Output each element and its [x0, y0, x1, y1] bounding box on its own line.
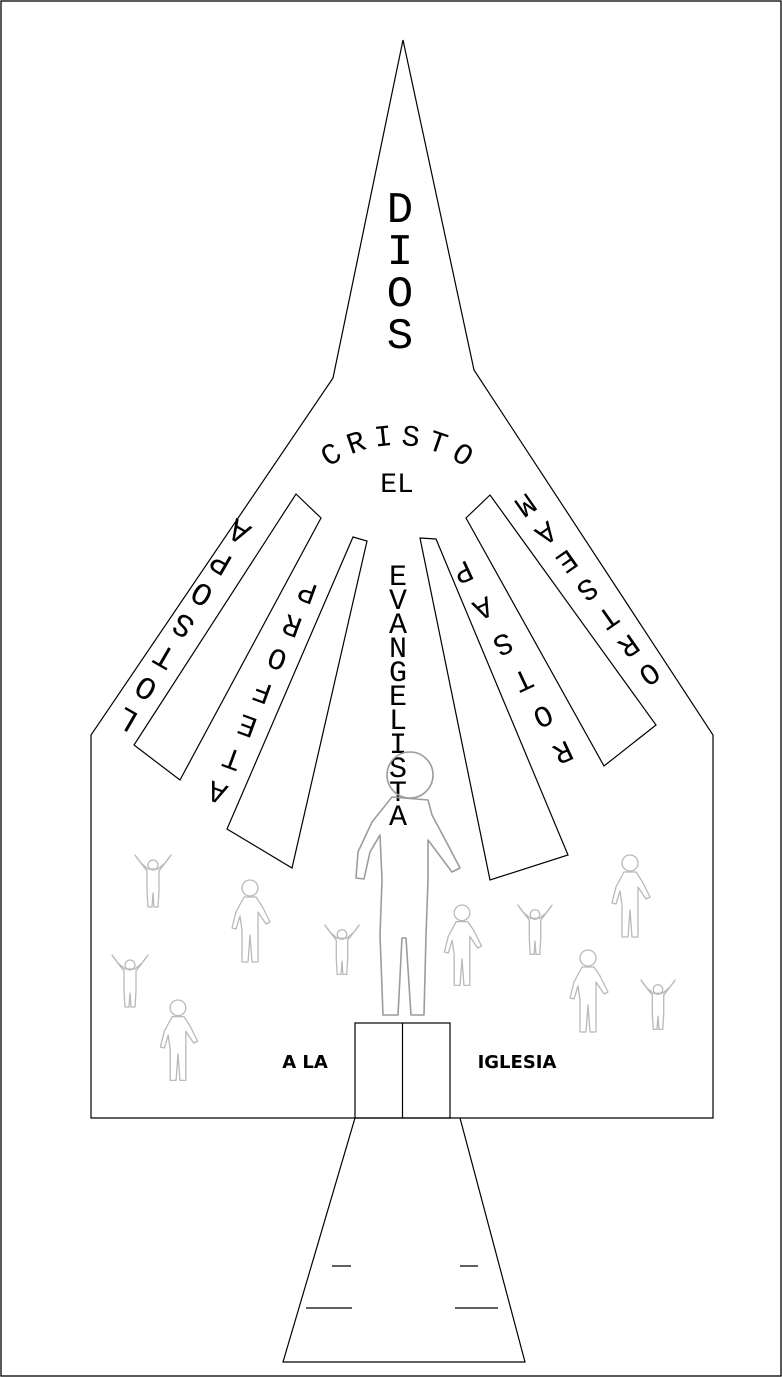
ministry-letter: L	[389, 705, 407, 739]
person-figure	[569, 949, 609, 1033]
visitor-figure	[355, 751, 461, 1016]
congregation-figures	[111, 854, 676, 1082]
ministry-letter: A	[389, 609, 407, 643]
ministry-letter: E	[389, 681, 407, 715]
el-label: EL	[380, 470, 414, 501]
ministry-letter: E	[389, 561, 407, 595]
person-figure	[324, 924, 360, 976]
person-figure	[111, 954, 149, 1008]
person-figure	[231, 879, 271, 963]
ministry-letter: V	[389, 585, 407, 619]
person-figure	[134, 854, 172, 908]
band-apostol	[133, 493, 322, 781]
person-figure	[443, 904, 483, 987]
entrance-left-label: A LA	[282, 1052, 328, 1073]
ministry-letter: A	[389, 801, 407, 835]
ministry-letter: G	[389, 657, 407, 691]
band-profeta	[226, 536, 368, 869]
cristo-letter: I	[373, 421, 395, 457]
person-figure	[159, 999, 199, 1082]
ministry-letter: N	[389, 633, 407, 667]
person-figure	[640, 979, 676, 1031]
person-figure	[517, 904, 553, 956]
band-maestro	[465, 494, 657, 767]
entrance-right-label: IGLESIA	[478, 1052, 557, 1073]
path-gap	[453, 1119, 462, 1138]
entrance-path	[282, 1117, 526, 1363]
ministry-letter: I	[389, 729, 407, 763]
person-figure	[611, 854, 651, 938]
ministry-letter: S	[389, 753, 407, 787]
cristo-letter: S	[400, 421, 422, 457]
path-steps	[306, 1265, 498, 1309]
band-pastor	[419, 537, 569, 881]
